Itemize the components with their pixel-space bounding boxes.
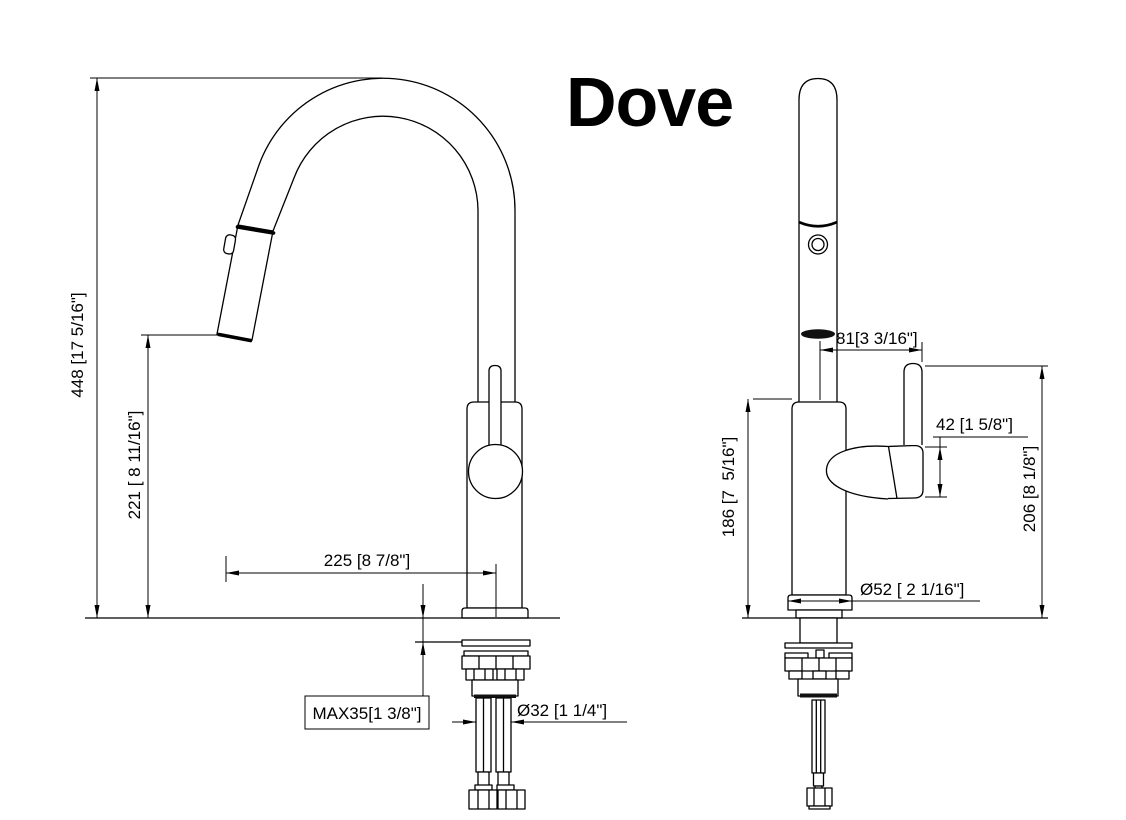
- faucet-body-front: [791, 401, 847, 596]
- handle-rod: [903, 362, 923, 445]
- spray-button-front-inner: [811, 237, 825, 252]
- handle-cone: [825, 445, 889, 500]
- dim-spout-reach: 225 [8 7/8"]: [225, 551, 497, 617]
- dim-hole-diameter: Ø32 [1 1/4"]: [452, 701, 627, 736]
- threaded-shank-side: [471, 679, 519, 697]
- dim-spout-to-handle-offset: 81[3 3/16"]: [819, 329, 923, 400]
- dim-max-counter-thickness-label: MAX35[1 3/8"]: [312, 704, 421, 723]
- dim-overall-height-label: 448 [17 5/16"]: [68, 292, 87, 397]
- base-flange-front: [787, 594, 853, 611]
- dim-height-to-handle-top: 206 [8 1/8"]: [925, 365, 1048, 618]
- mounting-hardware-front: [784, 617, 853, 810]
- dim-spout-height: 221 [ 8 11/16"]: [125, 334, 224, 618]
- spray-joint-band: [235, 225, 276, 235]
- dim-overall-height: 448 [17 5/16"]: [68, 77, 383, 618]
- front-view: [742, 77, 1048, 810]
- spout-arc-outer: [237, 77, 516, 403]
- spout-column: [798, 77, 838, 403]
- handle-lever-side: [488, 364, 502, 446]
- dim-base-diameter-label: Ø52 [ 2 1/16"]: [860, 580, 964, 599]
- dim-base-diameter: Ø52 [ 2 1/16"]: [788, 580, 980, 604]
- mounting-hardware-side: [461, 639, 531, 698]
- tube-connector-front: [806, 787, 833, 807]
- dim-spout-reach-label: 225 [8 7/8"]: [324, 551, 410, 570]
- dim-max-counter-thickness: MAX35[1 3/8"]: [304, 584, 430, 730]
- supply-hoses: [468, 697, 526, 810]
- base-plinth-front: [795, 609, 843, 619]
- side-view: [85, 77, 560, 810]
- spray-button-front-outer: [807, 234, 829, 255]
- spray-button: [223, 234, 237, 255]
- dim-spout-to-handle-offset-label: 81[3 3/16"]: [836, 329, 918, 348]
- threaded-shank-front: [799, 617, 838, 644]
- handle-ball-joint: [467, 443, 524, 500]
- dim-body-height: 186 [7 5/16"]: [719, 398, 792, 618]
- spray-joint-band-front: [798, 221, 838, 228]
- hose-connector-right: [497, 789, 526, 810]
- dim-handle-height-label: 42 [1 5/8"]: [936, 415, 1013, 434]
- page-title: Dove: [566, 63, 733, 141]
- spray-tip-aerator: [217, 332, 253, 343]
- dim-spout-height-label: 221 [ 8 11/16"]: [125, 411, 144, 520]
- supply-tube-front: [811, 699, 826, 774]
- dim-body-height-label: 186 [7 5/16"]: [719, 437, 738, 538]
- handle-cylinder: [887, 444, 924, 500]
- dim-hole-diameter-label: Ø32 [1 1/4"]: [517, 701, 607, 720]
- dim-handle-height: 42 [1 5/8"]: [925, 415, 1028, 498]
- base-flange-side: [461, 607, 529, 619]
- handle-facet-line: [887, 446, 898, 499]
- dim-height-to-handle-top-label: 206 [8 1/8"]: [1020, 446, 1039, 532]
- spout-arc-inner: [272, 115, 479, 403]
- hose-connector-left: [468, 789, 498, 810]
- aerator-face: [801, 329, 835, 339]
